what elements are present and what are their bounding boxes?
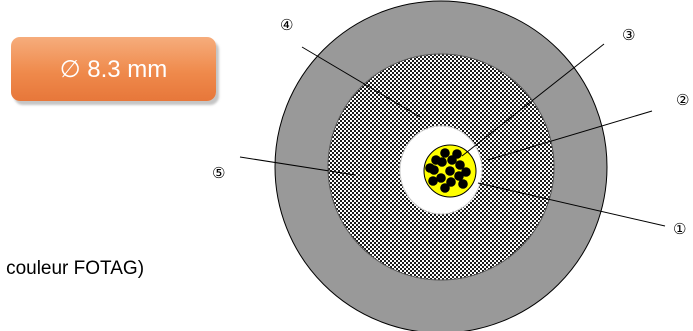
- diameter-badge: ∅ 8.3 mm: [11, 37, 216, 101]
- leader-line-2: [487, 110, 653, 161]
- callout-1: ①: [673, 220, 686, 238]
- fiber: [446, 177, 456, 187]
- leader-line-5: [239, 156, 356, 176]
- fiber: [431, 155, 441, 165]
- diameter-label: ∅ 8.3 mm: [59, 55, 168, 83]
- fiber-group: [425, 148, 471, 193]
- callout-3: ③: [622, 26, 635, 44]
- leader-line-1: [477, 182, 666, 227]
- fiber: [454, 171, 464, 181]
- fiber: [436, 173, 446, 183]
- fiber: [455, 160, 465, 170]
- leader-line-4: [301, 46, 421, 118]
- fiber: [445, 166, 455, 176]
- leader-line-3: [461, 43, 605, 157]
- fiber: [440, 183, 450, 193]
- callout-2: ②: [676, 91, 689, 109]
- callout-5: ⑤: [212, 164, 225, 182]
- fiber: [428, 176, 438, 186]
- color-note-text: le couleur FOTAG): [0, 258, 145, 279]
- fiber: [458, 179, 468, 189]
- fiber: [452, 149, 462, 159]
- fiber: [425, 163, 435, 173]
- callout-4: ④: [280, 16, 293, 34]
- fiber: [461, 167, 471, 177]
- fiber: [440, 148, 450, 158]
